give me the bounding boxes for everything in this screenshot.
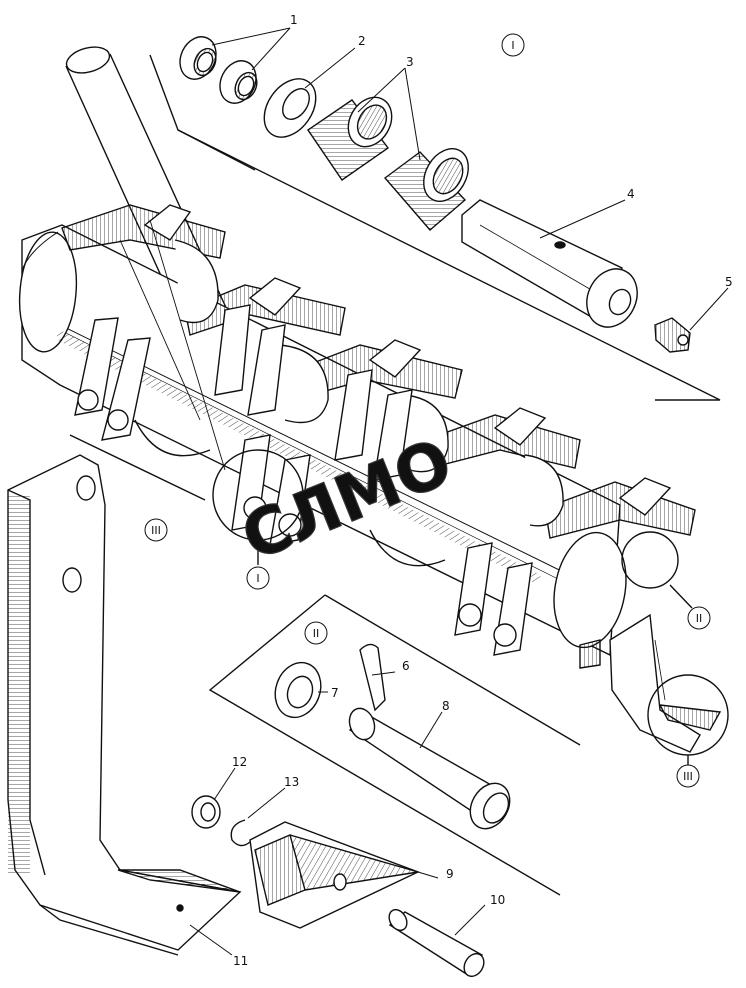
view-marker-i-bottom: I (246, 566, 270, 590)
nut-part-1b (219, 60, 258, 104)
side-plate-4 (524, 454, 564, 527)
pipe-leader-b (119, 239, 201, 421)
side-plate-3 (404, 394, 449, 473)
view-marker-iii-right: III (676, 764, 700, 788)
hinge-lug-pair-5 (454, 542, 533, 656)
axle-pin-part-4 (461, 199, 638, 328)
callout-6: 6 (402, 659, 410, 673)
bushing-part-3b (383, 148, 469, 231)
callout-4: 4 (627, 187, 635, 201)
tooth-detail (658, 704, 722, 731)
svg-text:III: III (683, 770, 693, 783)
side-plate-5 (134, 419, 211, 457)
pin-part-10 (388, 908, 485, 978)
view-marker-iii-left: III (144, 518, 168, 542)
panel-iii-leader (69, 434, 206, 501)
side-plate-6 (369, 529, 446, 567)
detail-circle-ii (621, 531, 679, 589)
svg-text:II: II (696, 612, 703, 625)
washer-part-7 (274, 661, 322, 719)
top-bracket-5 (544, 477, 696, 539)
cotter-pin-part-6 (359, 643, 386, 712)
callout-11: 11 (233, 954, 248, 968)
shank-under-frame (579, 613, 701, 753)
bushing-part-3a (307, 96, 393, 181)
callout-3: 3 (406, 55, 414, 69)
nut-part-1a (179, 36, 217, 80)
svg-text:II: II (313, 627, 320, 640)
pipe-leader-a (149, 219, 226, 471)
callout-2: 2 (358, 34, 366, 48)
hinge-lug-pair-4 (334, 369, 413, 481)
callout-9: 9 (446, 867, 454, 881)
bolt-part-5 (654, 317, 691, 353)
svg-text:I: I (256, 572, 259, 585)
washer-part-2 (263, 78, 317, 138)
hinge-lug-pair-1 (74, 317, 151, 441)
panel-i-leader (177, 129, 256, 171)
clevis-pin-part-8 (348, 707, 511, 830)
callout-12: 12 (232, 755, 247, 769)
view-marker-ii-panel: II (304, 621, 328, 645)
view-marker-i-top: I (501, 33, 525, 57)
callout-5: 5 (725, 275, 733, 289)
callout-7: 7 (331, 686, 339, 700)
callout-8: 8 (442, 699, 450, 713)
side-plate-1 (174, 239, 219, 324)
callout-10: 10 (490, 893, 505, 907)
view-marker-ii-right: II (687, 606, 711, 630)
svg-text:I: I (511, 39, 514, 52)
callout-13: 13 (284, 775, 299, 789)
washer-part-12 (191, 795, 221, 829)
callout-1: 1 (290, 13, 298, 27)
callout-leaders (189, 27, 729, 956)
detail-panel-i-outline (149, 54, 721, 401)
side-plate-2 (279, 344, 329, 424)
tooth-part-9 (249, 821, 420, 929)
hinge-lug-pair-2 (214, 304, 286, 416)
detail-circle-ii-leader (669, 584, 693, 609)
circlip-part-13 (230, 819, 251, 847)
detail-panel-ii-outline (208, 594, 581, 896)
shank-part-11 (7, 454, 242, 956)
svg-text:III: III (151, 524, 161, 537)
top-bracket-3 (294, 339, 463, 399)
